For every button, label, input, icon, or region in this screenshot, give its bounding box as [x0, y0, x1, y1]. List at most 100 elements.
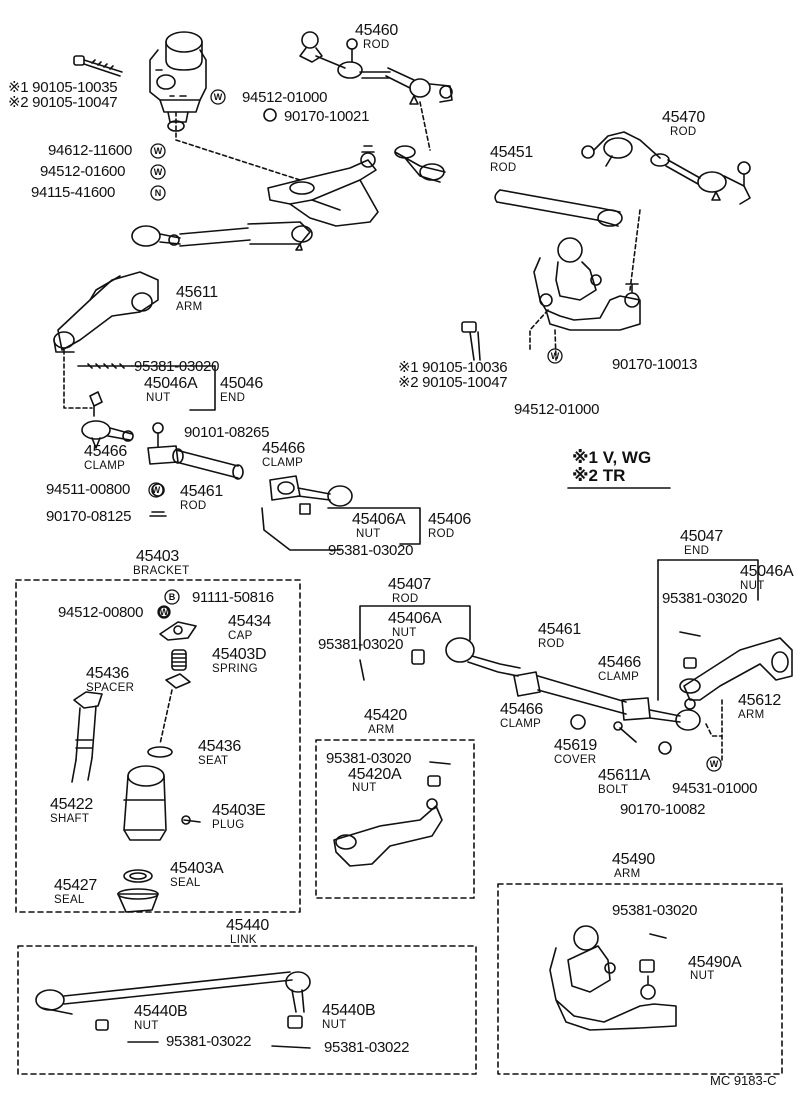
nut-94115-41600: 94115-41600 [31, 184, 116, 201]
part-name-arm: ARM [738, 709, 765, 721]
nut-90170-10082: 90170-10082 [620, 801, 706, 818]
part-name-arm: ARM [176, 301, 203, 313]
spring-45403D-icon [171, 649, 187, 671]
part-number-45406: 45406 [428, 511, 471, 528]
cotter-pin-95381-03020-d: 95381-03020 [662, 590, 748, 607]
part-name-nut: NUT [322, 1019, 347, 1031]
part-name-cap: CAP [228, 630, 253, 642]
bolt-callout-2: ※2 90105-10047 [8, 94, 118, 111]
nut-90170-10021: 90170-10021 [284, 108, 370, 125]
part-name-rod: ROD [490, 162, 517, 174]
part-number-45420: 45420 [364, 707, 407, 724]
washer-symbol-icon: W [214, 92, 223, 102]
rod-45461-icon [172, 448, 244, 480]
part-number-45466-d: 45466 [500, 701, 543, 718]
part-number-45460: 45460 [355, 22, 398, 39]
part-number-45046A-b: 45046A [740, 563, 794, 580]
part-name-nut: NUT [392, 627, 417, 639]
nut-90170-10013: 90170-10013 [612, 356, 698, 373]
washer-symbol-icon: W [551, 351, 560, 361]
part-number-45611: 45611 [176, 284, 218, 301]
part-name-seal: SEAL [54, 894, 85, 906]
cotter-pin-95381-03020-e: 95381-03020 [326, 750, 412, 767]
part-number-45436: 45436 [86, 665, 129, 682]
part-name-clamp: CLAMP [598, 671, 640, 683]
part-name-rod: ROD [538, 638, 565, 650]
part-name-clamp: CLAMP [500, 718, 542, 730]
washer-symbol-icon: W [154, 167, 163, 177]
bolt-icon [461, 321, 481, 361]
washer-94612-11600: 94612-11600 [48, 142, 133, 159]
part-name-arm: ARM [368, 724, 395, 736]
washer-symbol-icon: W [152, 485, 161, 495]
part-number-45403D: 45403D [212, 646, 267, 663]
part-name-rod: ROD [428, 528, 455, 540]
tie-rod-end-45046-icon [81, 391, 134, 449]
bolt-callout-2-right: ※2 90105-10047 [398, 374, 508, 391]
part-name-clamp: CLAMP [262, 457, 304, 469]
variant-legend-2: ※2 TR [572, 466, 626, 485]
part-number-45619: 45619 [554, 737, 597, 754]
part-number-45466-b: 45466 [262, 440, 305, 457]
part-number-45046A: 45046A [144, 375, 198, 392]
part-name-nut: NUT [146, 392, 171, 404]
part-name-spacer: SPACER [86, 682, 135, 694]
nut-symbol-icon: N [155, 188, 162, 198]
cap-45434-icon [158, 606, 197, 641]
catalog-code: MC 9183-C [710, 1073, 777, 1088]
part-name-nut: NUT [134, 1020, 159, 1032]
washer-symbol-icon: W [710, 759, 719, 769]
part-name-seal: SEAL [170, 877, 201, 889]
part-number-45047: 45047 [680, 528, 723, 545]
cotter-pin-95381-03020-f: 95381-03020 [612, 902, 698, 919]
part-number-45407: 45407 [388, 576, 431, 593]
part-number-45403E: 45403E [212, 802, 266, 819]
seal-45403A-icon [123, 869, 153, 883]
link-45440-icon [35, 971, 311, 1049]
tie-rod-end-45406-icon [297, 485, 353, 515]
part-number-45461-b: 45461 [538, 621, 581, 638]
washer-94512-01000: 94512-01000 [242, 89, 328, 106]
part-number-45490: 45490 [612, 851, 655, 868]
bolt-callout-1-right: ※1 90105-10036 [398, 359, 508, 376]
clamp-45466-right-icon [269, 475, 301, 501]
bracket-casting-icon [149, 31, 207, 132]
part-name-plug: PLUG [212, 819, 245, 831]
part-name-bolt: BOLT [598, 784, 629, 796]
part-number-45422: 45422 [50, 796, 93, 813]
tie-rod-end-45407-icon [411, 637, 521, 677]
bolt-90101-08265: 90101-08265 [184, 424, 270, 441]
part-number-45046: 45046 [220, 375, 263, 392]
idler-arm-icon [267, 145, 379, 227]
part-number-45461: 45461 [180, 483, 223, 500]
rod-45461-right-icon [537, 675, 627, 715]
bolt-callout-1: ※1 90105-10035 [8, 79, 118, 96]
part-name-cover: COVER [554, 754, 597, 766]
part-name-arm: ARM [614, 868, 641, 880]
idler-arm-housing-icon [533, 237, 641, 331]
washer-94531-01000: 94531-01000 [672, 780, 758, 797]
part-name-rod: ROD [670, 126, 697, 138]
part-name-nut: NUT [740, 580, 765, 592]
part-name-rod: ROD [180, 500, 207, 512]
part-name-nut: NUT [690, 970, 715, 982]
washer-symbol-icon: W [154, 146, 163, 156]
bolt-91111-50816: 91111-50816 [192, 589, 274, 606]
clamp-left-icon [513, 671, 541, 697]
part-name-link: LINK [230, 934, 257, 946]
part-number-45403: 45403 [136, 548, 179, 565]
cotter-pin-95381-03020-c: 95381-03020 [318, 636, 404, 653]
relay-rod-45451-icon [394, 145, 623, 227]
nut-90170-08125: 90170-08125 [46, 508, 132, 525]
arm-45612-icon [679, 637, 793, 701]
part-name-shaft: SHAFT [50, 813, 90, 825]
pitman-arm-45611-icon [53, 271, 159, 353]
part-name-spring: SPRING [212, 663, 258, 675]
washer-94511-00800: 94511-00800 [46, 481, 131, 498]
part-number-45420A: 45420A [348, 766, 402, 783]
tie-rod-45470-icon [581, 131, 751, 205]
washer-94512-00800: 94512-00800 [58, 604, 144, 621]
part-number-45406A: 45406A [352, 511, 406, 528]
part-number-45406A-b: 45406A [388, 610, 442, 627]
bolt-symbol-icon: B [169, 592, 176, 602]
